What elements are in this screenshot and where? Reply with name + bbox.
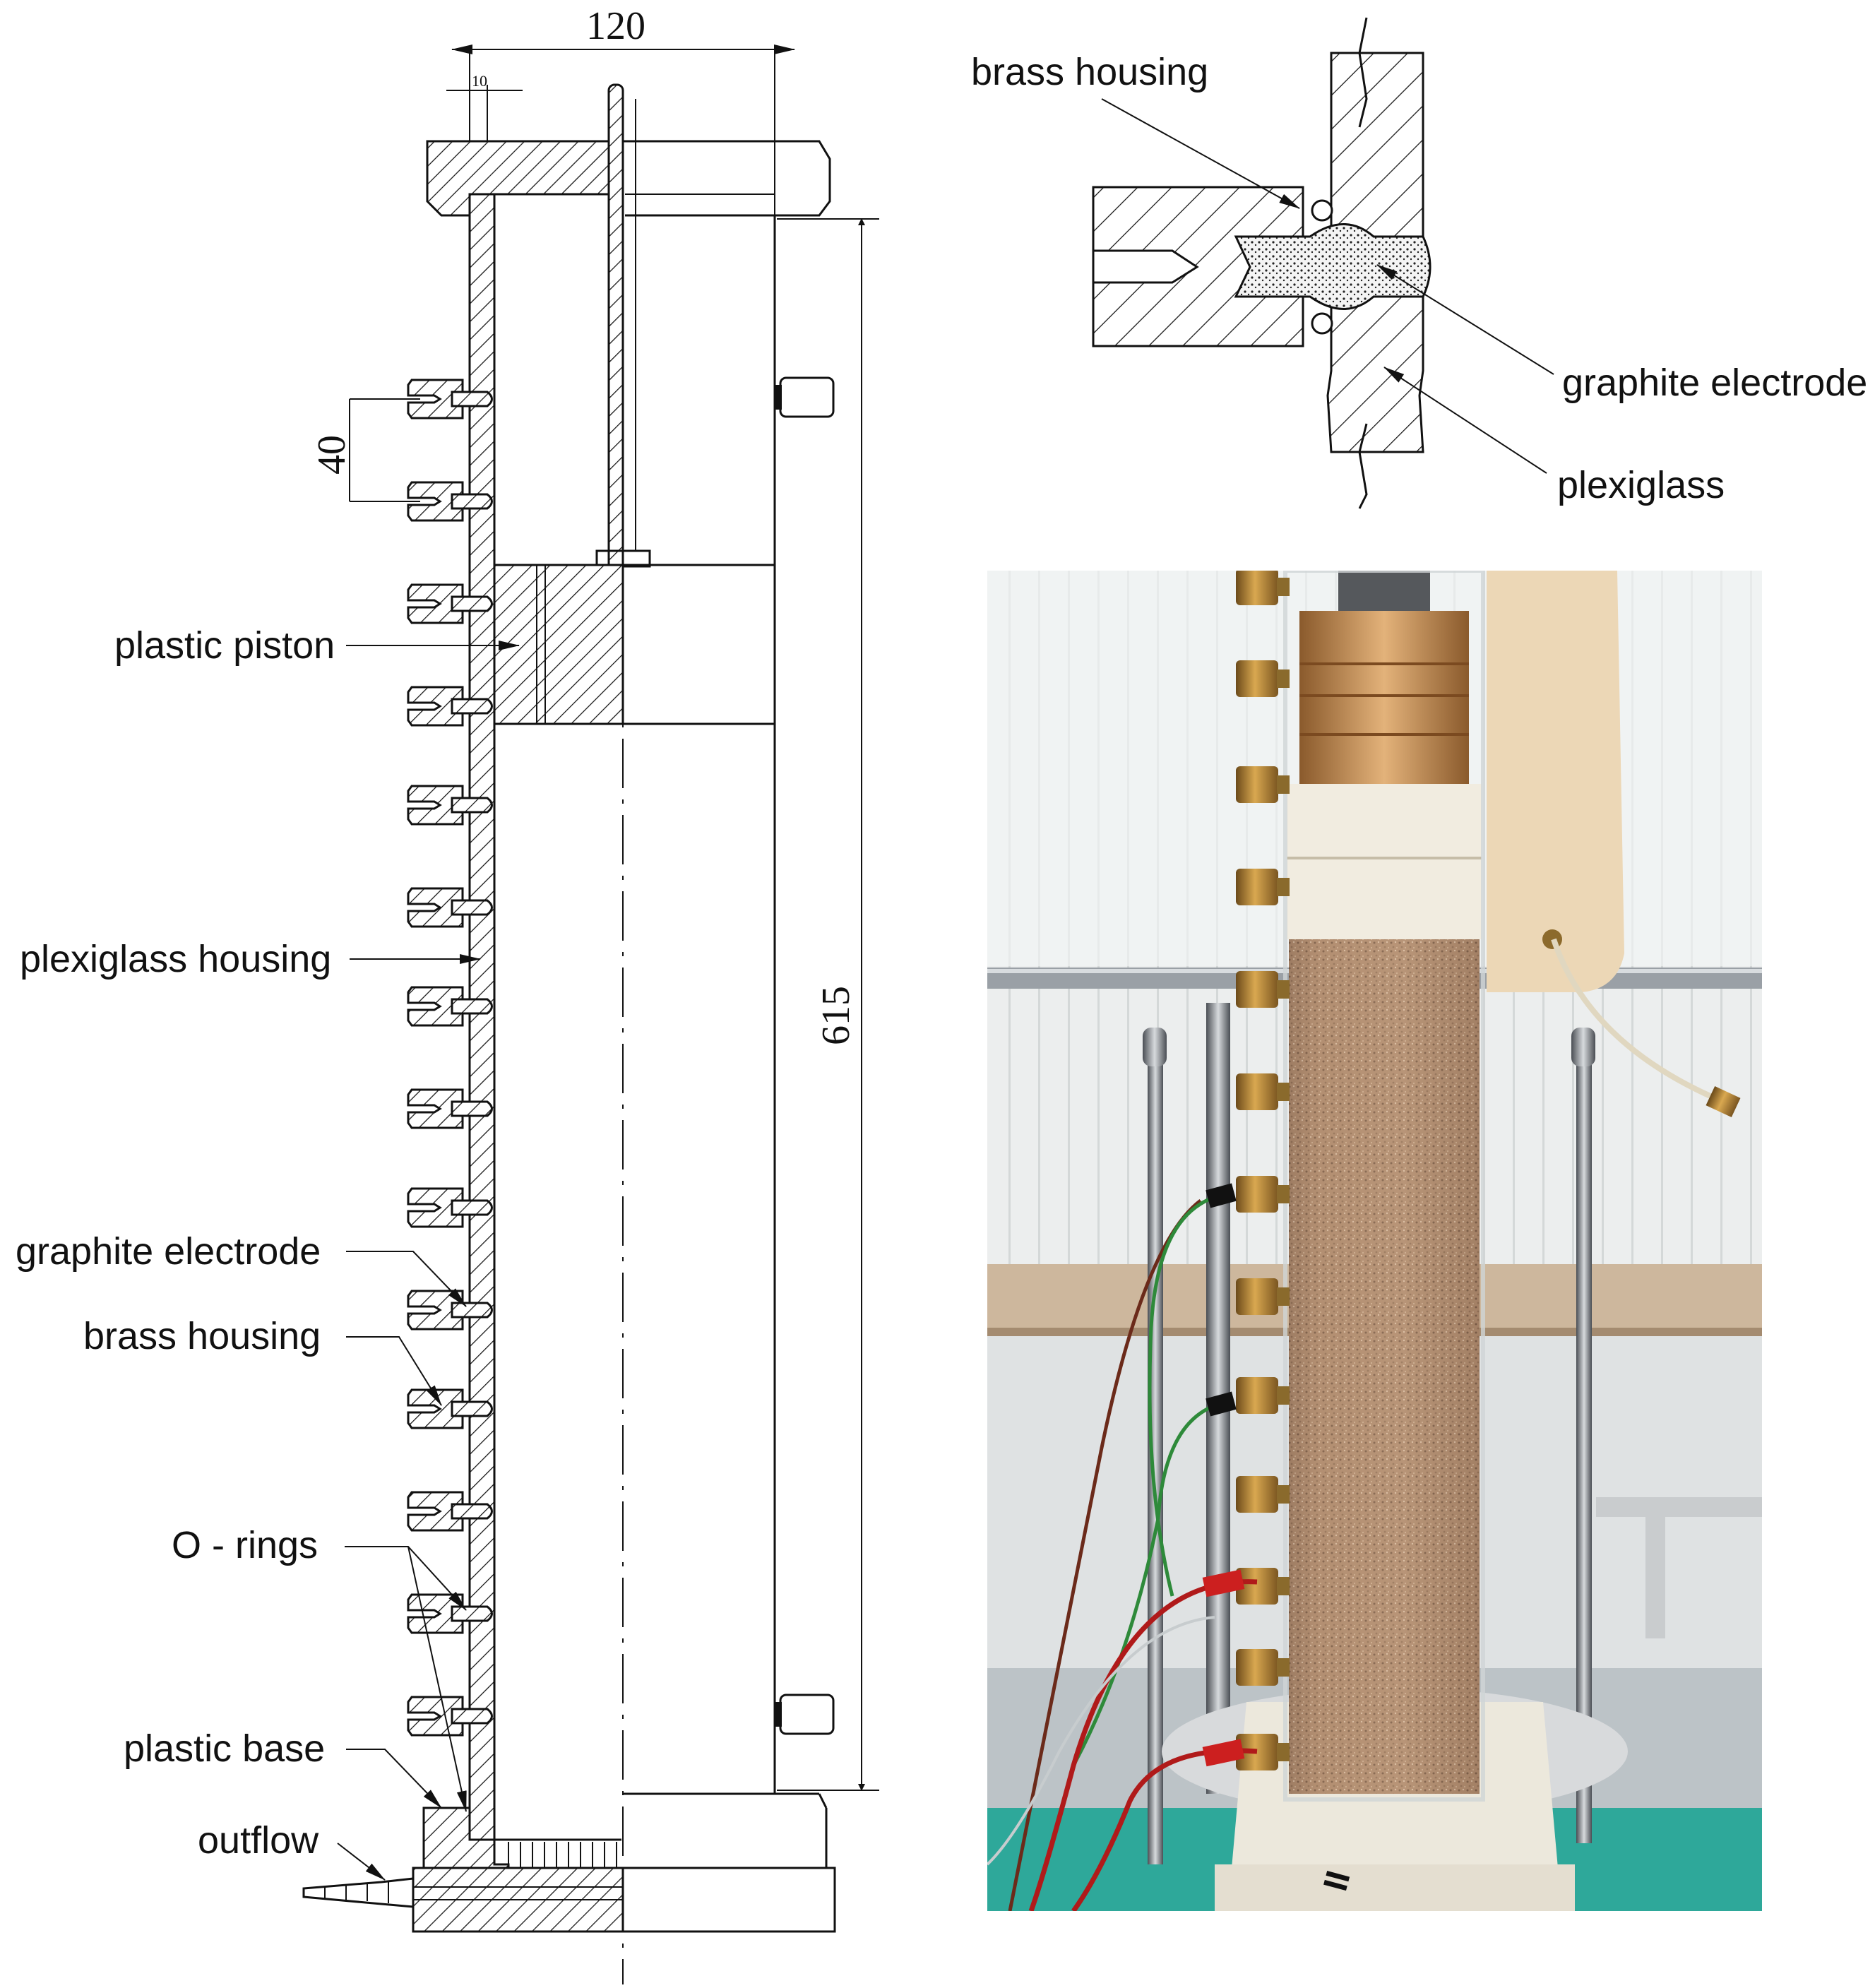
brass-housing-label: brass housing <box>83 1315 321 1357</box>
photo-electrode-9 <box>1236 1377 1278 1414</box>
electrode-housing-4 <box>407 686 493 727</box>
photo-electrode-8 <box>1236 1278 1278 1315</box>
plastic-piston-label: plastic piston <box>114 624 335 667</box>
photo-electrode-4 <box>1236 869 1278 905</box>
label-outflow: outflow <box>198 1819 386 1881</box>
plastic-base-drawing <box>302 1792 836 1933</box>
label-brass-housing: brass housing <box>83 1315 442 1406</box>
detail-graphite-electrode <box>1234 223 1431 310</box>
photo-electrode-5 <box>1236 971 1278 1008</box>
plastic-base-label: plastic base <box>124 1727 325 1770</box>
column-cross-section-drawing: 120 10 <box>16 4 879 1984</box>
dimension-40: 40 <box>310 398 420 502</box>
photo-piston-white <box>1287 784 1482 939</box>
electrode-housing-2 <box>407 481 493 522</box>
detail-plexiglass-label: plexiglass <box>1557 464 1725 506</box>
photo-electrode-11 <box>1236 1568 1278 1605</box>
dimension-120-label: 120 <box>586 4 645 48</box>
photo-electrode-7 <box>1236 1176 1278 1213</box>
photo-electrode-2 <box>1236 660 1278 697</box>
dimension-615: 615 <box>777 218 879 1791</box>
graphite-electrode-label: graphite electrode <box>16 1230 321 1273</box>
dimension-10: 10 <box>446 72 523 141</box>
photo-piston-brass <box>1299 611 1469 784</box>
electrode-housing-6 <box>407 887 493 928</box>
detail-o-ring-bottom <box>1311 312 1333 335</box>
photo-electrode-10 <box>1236 1476 1278 1513</box>
electrode-housing-7 <box>407 986 493 1027</box>
right-fittings <box>775 376 835 1735</box>
label-plastic-base: plastic base <box>124 1727 442 1809</box>
detail-o-ring-top <box>1311 199 1333 222</box>
photo-electrode-3 <box>1236 766 1278 803</box>
electrode-housing-5 <box>407 785 493 826</box>
electrode-housing-3 <box>407 583 493 624</box>
dimension-10-label: 10 <box>472 72 487 90</box>
electrode-housing-8 <box>407 1088 493 1129</box>
detail-graphite-electrode-label: graphite electrode <box>1562 362 1867 404</box>
photo-reservoir <box>1487 571 1624 992</box>
dimension-40-label: 40 <box>310 435 354 475</box>
electrode-housing-12 <box>407 1491 493 1532</box>
dimension-615-label: 615 <box>814 986 858 1045</box>
plastic-piston <box>493 564 775 725</box>
top-flange <box>426 140 612 217</box>
plexiglass-housing-label: plexiglass housing <box>20 938 331 980</box>
photo-electrode-13 <box>1236 1734 1278 1770</box>
column-photograph: II <box>987 571 1762 1911</box>
electrode-housings <box>407 379 493 1737</box>
electrode-detail-drawing: brass housing graphite electrode plexigl… <box>971 17 1867 509</box>
label-o-rings: O - rings <box>172 1524 467 1812</box>
electrode-housing-11 <box>407 1388 493 1429</box>
label-plexiglass-housing: plexiglass housing <box>20 938 481 980</box>
photo-electrode-6 <box>1236 1073 1278 1110</box>
photo-electrode-1 <box>1236 571 1278 605</box>
plexiglass-wall <box>468 193 496 1841</box>
outflow-label: outflow <box>198 1819 319 1862</box>
photo-electrode-12 <box>1236 1649 1278 1686</box>
label-plastic-piston: plastic piston <box>114 624 520 667</box>
label-graphite-electrode: graphite electrode <box>16 1230 467 1307</box>
electrode-housing-14 <box>407 1696 493 1737</box>
electrode-housing-1 <box>407 379 493 419</box>
piston-rod <box>607 83 624 591</box>
electrode-housing-9 <box>407 1187 493 1228</box>
o-rings-label: O - rings <box>172 1524 318 1566</box>
detail-brass-housing-label: brass housing <box>971 51 1208 93</box>
